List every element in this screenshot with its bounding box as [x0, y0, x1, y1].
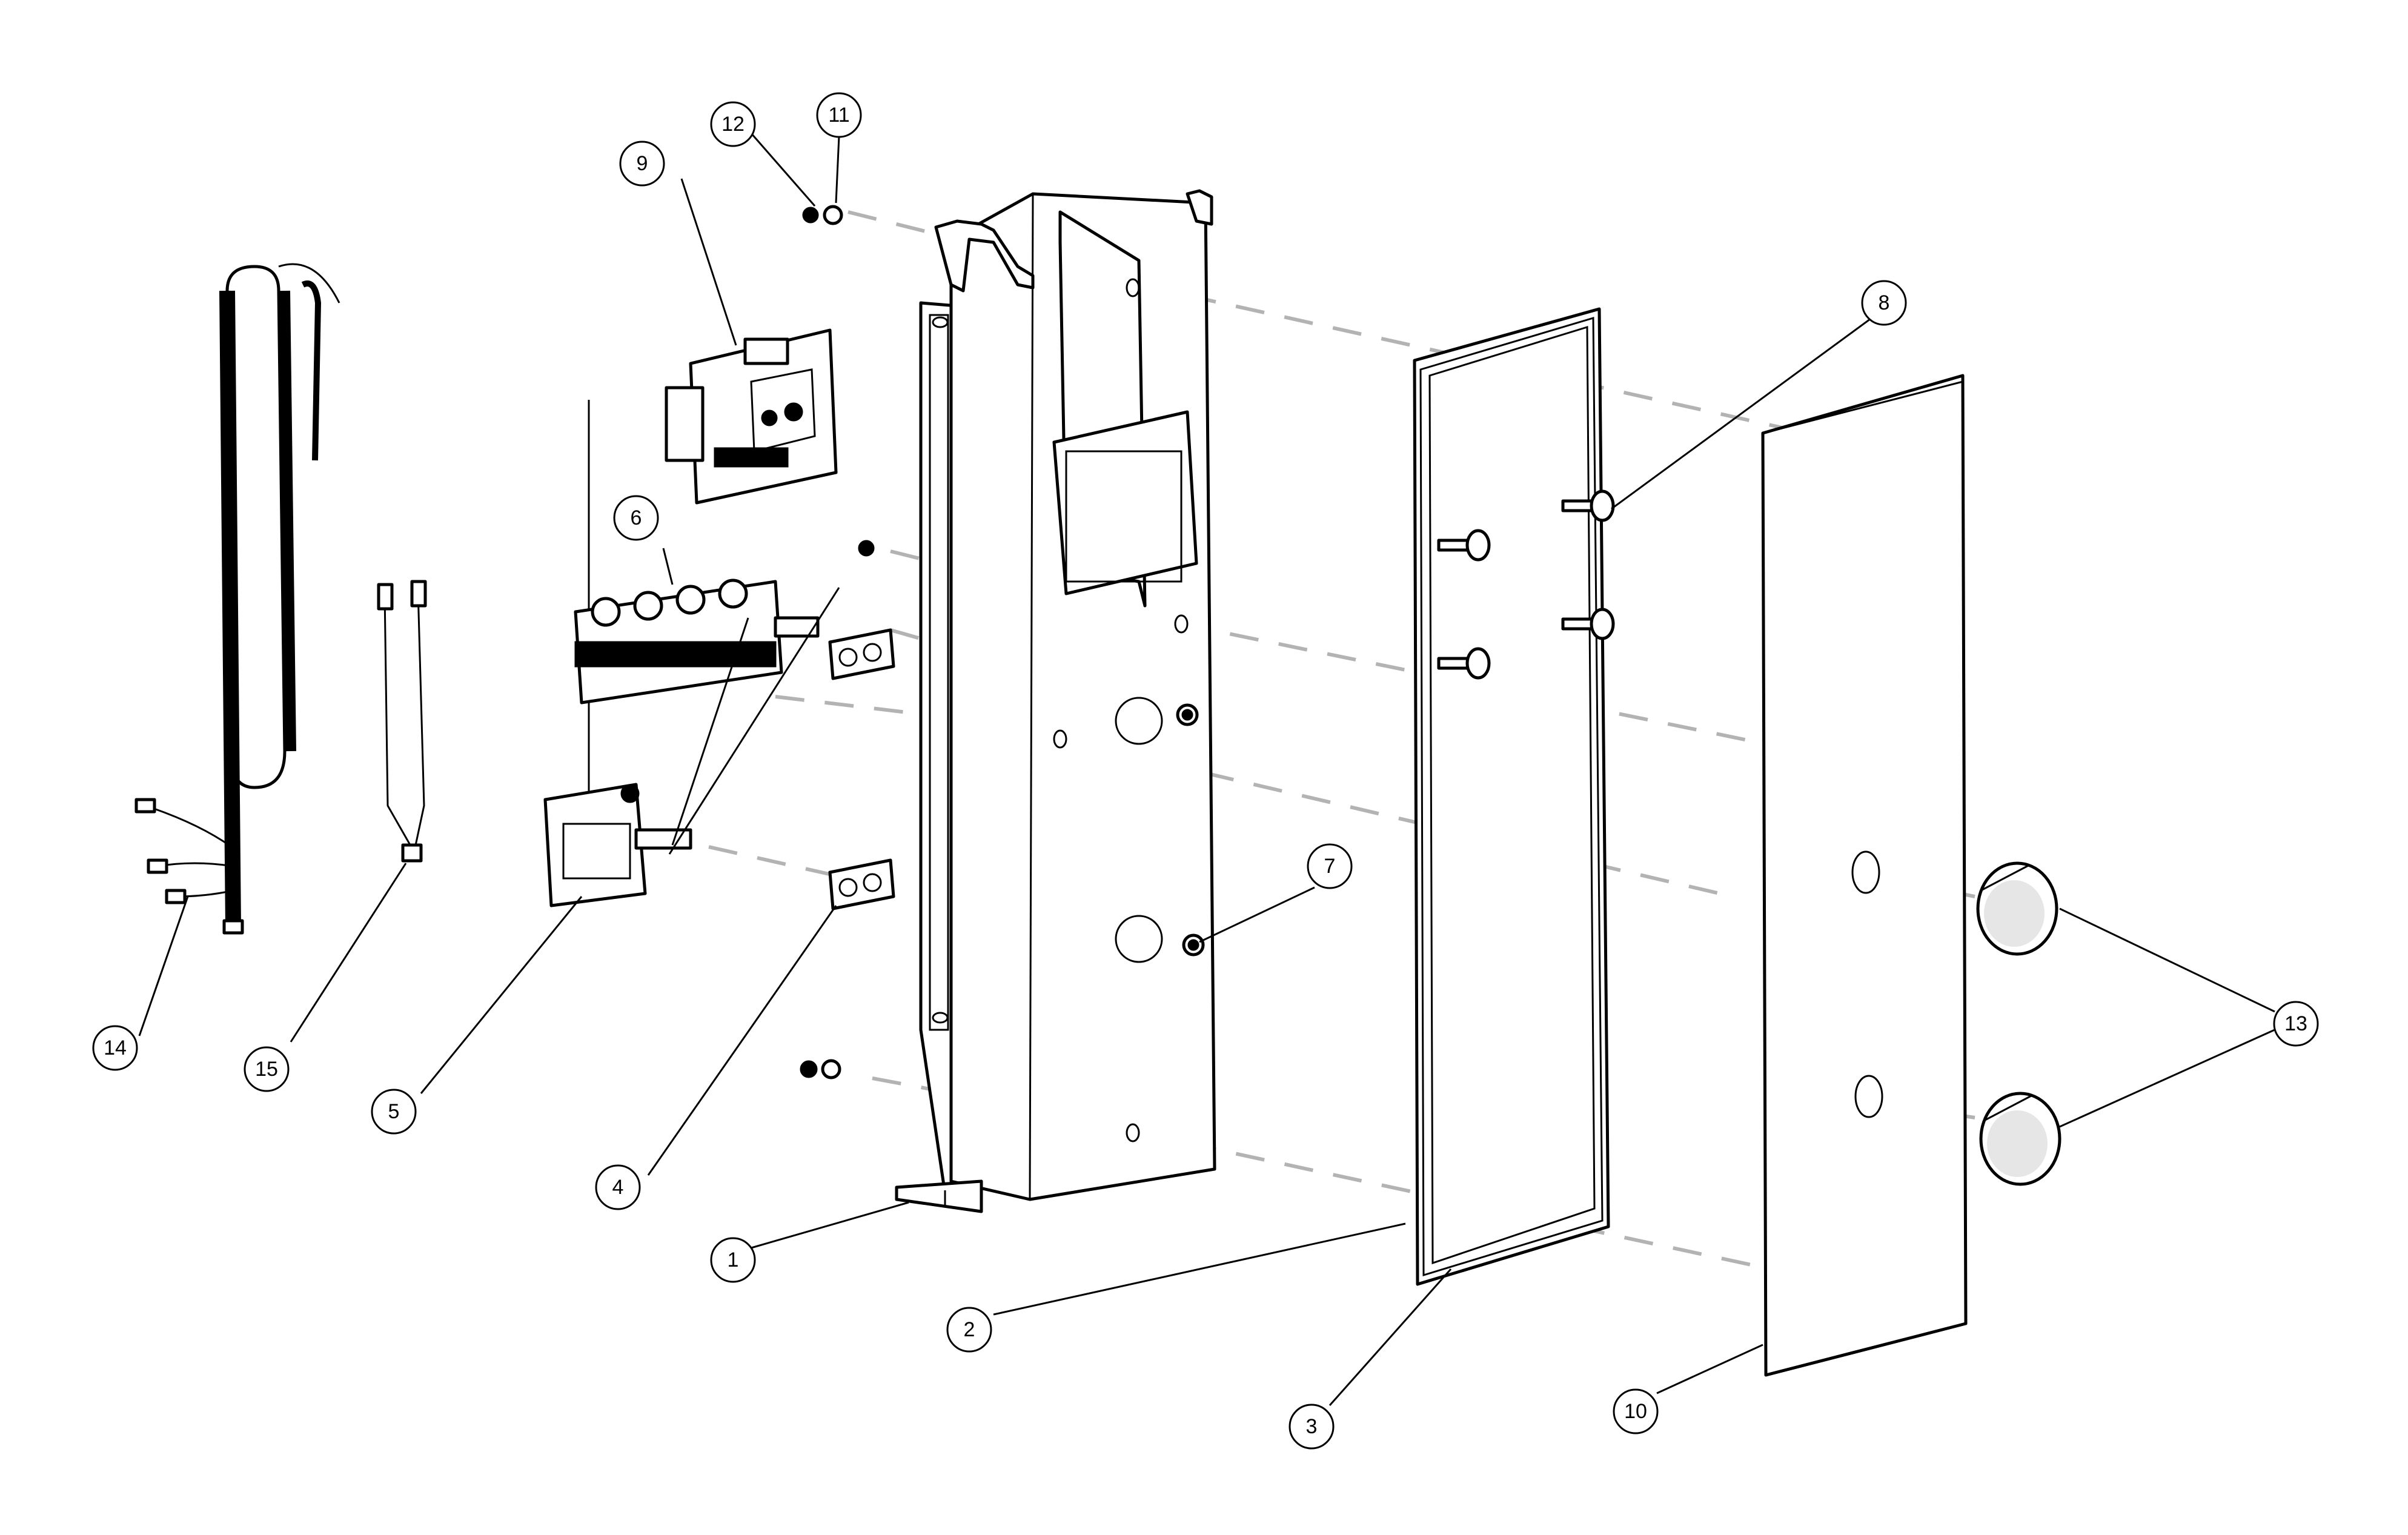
callout-13-label: 13 [2284, 1012, 2307, 1035]
nuts-and-washers [800, 205, 875, 1079]
callout-2-label: 2 [964, 1318, 975, 1341]
callout-10: 10 [1613, 1388, 1659, 1434]
callout-15: 15 [244, 1046, 290, 1092]
control-box-housing [895, 189, 1216, 1213]
mounting-plate-lower [828, 858, 895, 910]
callout-6-label: 6 [631, 506, 642, 529]
control-knobs [1976, 861, 2061, 1186]
callout-10-label: 10 [1624, 1400, 1647, 1423]
callout-4-label: 4 [612, 1176, 624, 1199]
callout-7: 7 [1307, 843, 1353, 889]
control-board [665, 328, 838, 505]
callout-5: 5 [371, 1089, 417, 1135]
gasket-frame [1413, 307, 1610, 1286]
heating-element-harness [134, 263, 340, 935]
callout-3-label: 3 [1306, 1415, 1318, 1438]
callout-14-label: 14 [104, 1036, 127, 1059]
leader-lines [138, 133, 2275, 1406]
callout-5-label: 5 [388, 1100, 400, 1123]
callout-6: 6 [613, 495, 659, 541]
callout-12-label: 12 [721, 113, 745, 136]
callout-13: 13 [2273, 1001, 2319, 1047]
mounting-plate-upper [828, 628, 895, 680]
front-panel [1761, 374, 1968, 1377]
jumper-wires [377, 580, 427, 863]
callout-11: 11 [816, 92, 862, 138]
callout-7-label: 7 [1324, 855, 1336, 878]
callout-3: 3 [1289, 1404, 1335, 1450]
callout-8-label: 8 [1879, 291, 1890, 314]
thermostat [543, 783, 692, 907]
screws [1176, 703, 1205, 956]
callout-8: 8 [1861, 280, 1907, 326]
clip-fasteners [1437, 489, 1615, 680]
callout-2: 2 [946, 1307, 992, 1353]
callout-11-label: 11 [828, 104, 849, 127]
callout-9-label: 9 [637, 152, 648, 175]
callout-9: 9 [619, 141, 665, 187]
callout-1: 1 [710, 1237, 756, 1283]
callout-1-label: 1 [728, 1248, 739, 1271]
callout-14: 14 [92, 1025, 138, 1071]
callout-15-label: 15 [255, 1058, 278, 1081]
callout-4: 4 [595, 1164, 641, 1210]
callout-12: 12 [710, 101, 756, 147]
